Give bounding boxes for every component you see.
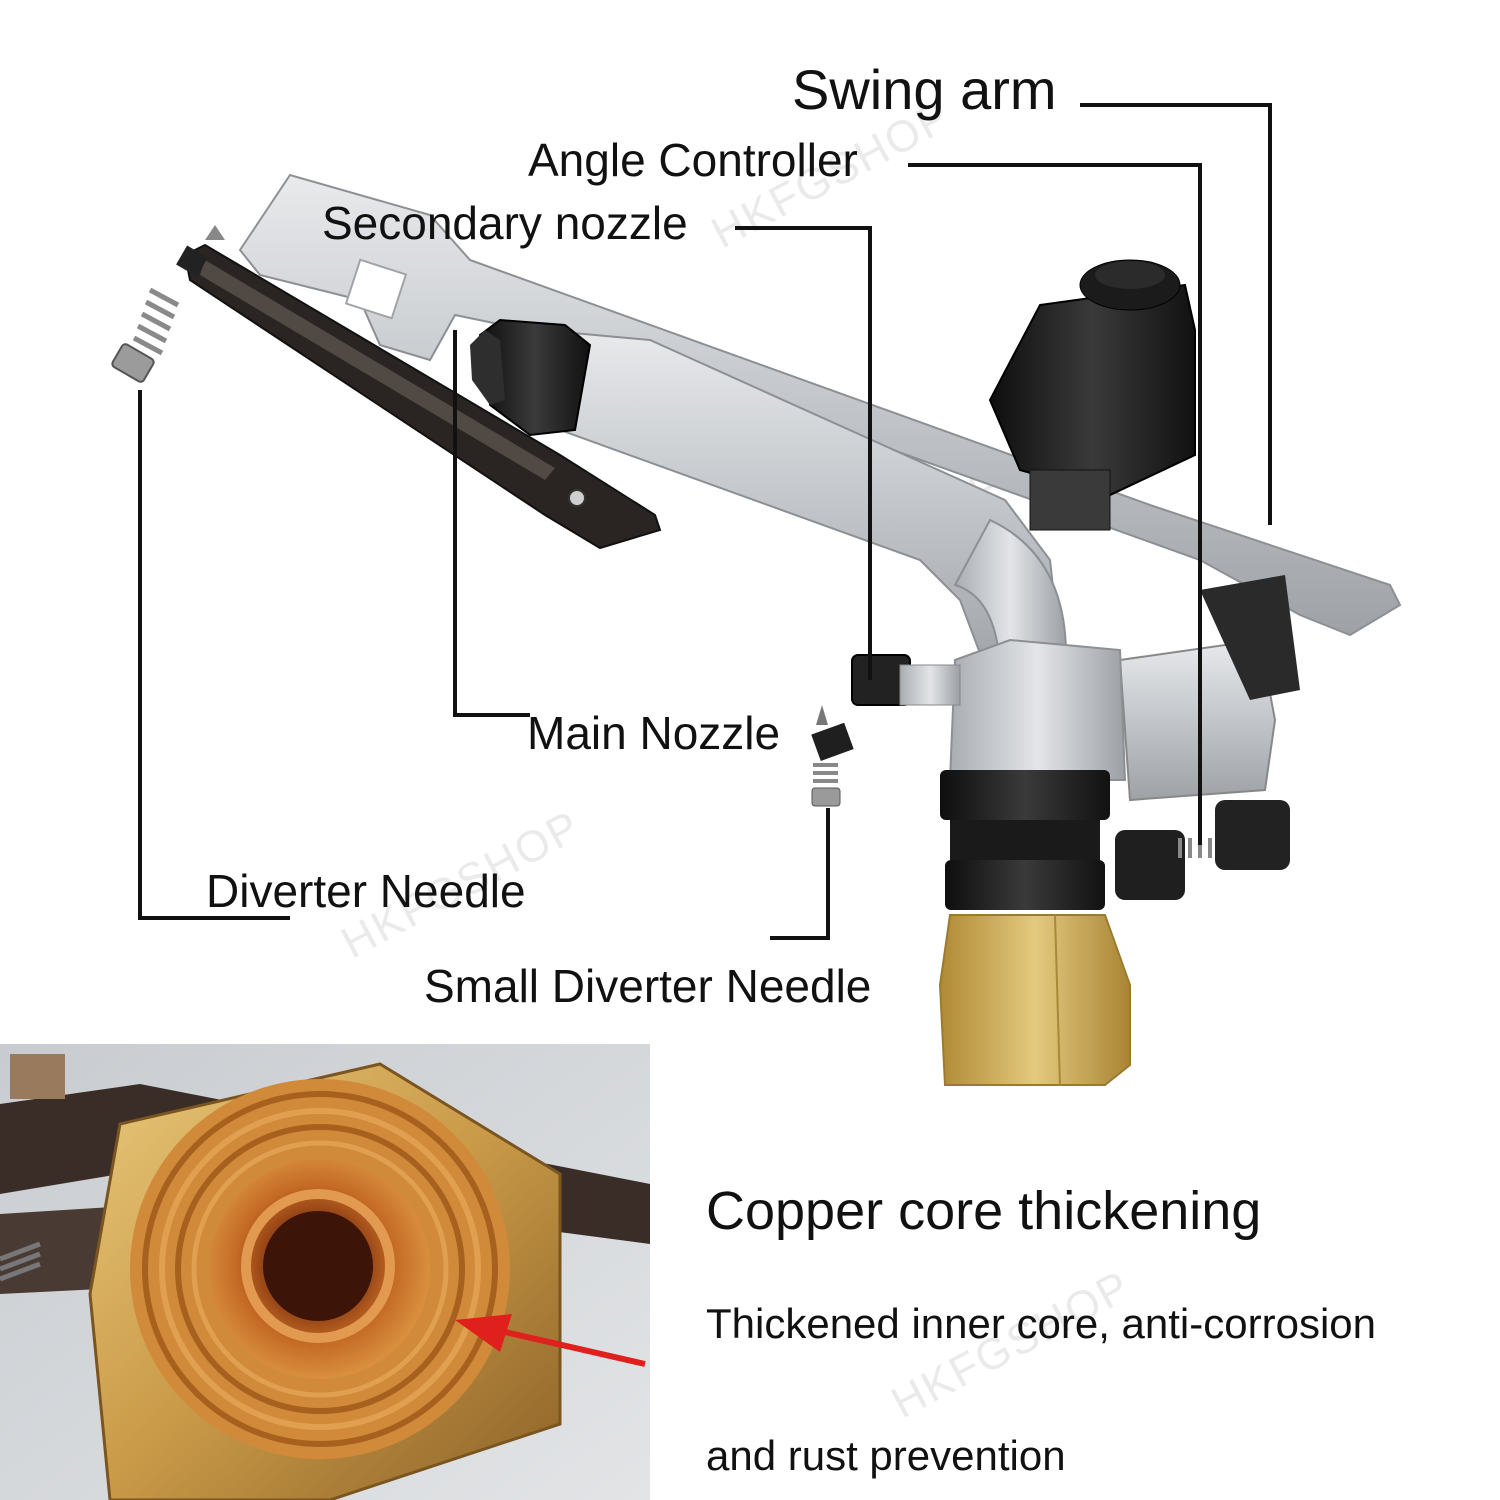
black-collar bbox=[940, 770, 1110, 910]
leader-swing-arm bbox=[1080, 103, 1272, 525]
leader-lines bbox=[138, 103, 1272, 940]
feature-description-line-1: Thickened inner core, anti-corrosion bbox=[706, 1300, 1376, 1347]
callout-small-diverter-needle: Small Diverter Needle bbox=[424, 960, 872, 1012]
small-diverter-needle bbox=[811, 705, 854, 807]
callout-swing-arm: Swing arm bbox=[792, 58, 1057, 121]
main-nozzle bbox=[470, 318, 592, 437]
copper-core-photo bbox=[0, 1044, 650, 1500]
leader-main-nozzle bbox=[453, 330, 530, 717]
brass-connector bbox=[938, 914, 1131, 1086]
leader-secondary-nozzle bbox=[735, 226, 872, 680]
angle-controller bbox=[988, 259, 1196, 531]
diverter-lever bbox=[183, 243, 662, 550]
callout-angle-controller: Angle Controller bbox=[528, 134, 858, 186]
housing bbox=[948, 575, 1300, 802]
callout-secondary-nozzle: Secondary nozzle bbox=[322, 197, 688, 249]
callout-diverter-needle: Diverter Needle bbox=[206, 865, 526, 917]
diverter-needle bbox=[111, 225, 225, 383]
leader-angle-controller bbox=[908, 163, 1202, 845]
angle-knob bbox=[1115, 800, 1290, 900]
feature-description-line-2: and rust prevention bbox=[706, 1432, 1066, 1479]
callout-main-nozzle: Main Nozzle bbox=[527, 707, 781, 759]
red-arrow bbox=[455, 1314, 646, 1367]
feature-title: Copper core thickening bbox=[706, 1181, 1262, 1241]
secondary-nozzle bbox=[851, 654, 961, 706]
sprinkler-illustration bbox=[111, 103, 1402, 1086]
leader-small-diverter bbox=[770, 808, 830, 940]
leader-diverter-needle bbox=[138, 390, 290, 920]
